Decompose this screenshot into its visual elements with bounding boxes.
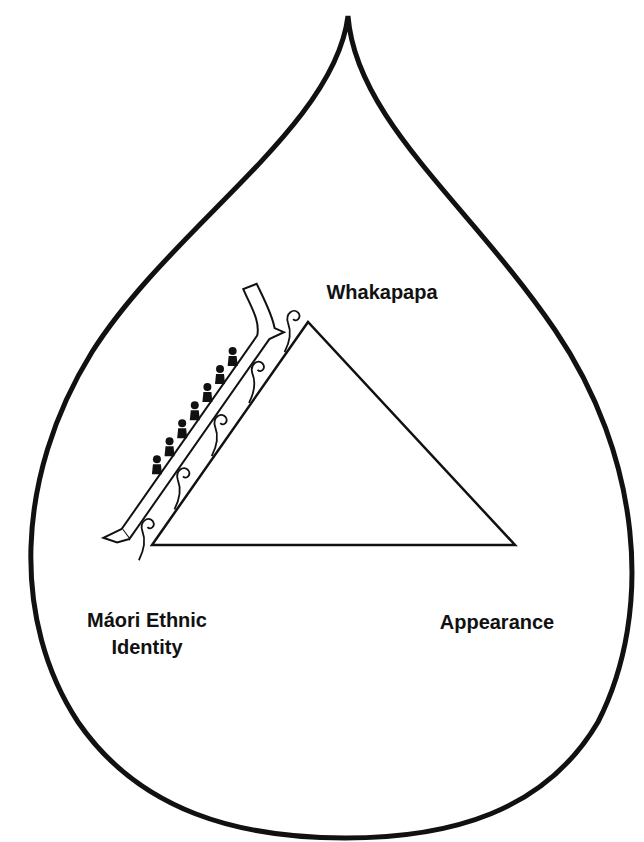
waka-stern [103, 523, 131, 550]
paddler-figure [228, 347, 238, 366]
paddler-figure [177, 419, 187, 438]
paddler-figure [215, 365, 225, 384]
corner-label: Máori Ethnic Identity [62, 607, 232, 661]
waka-illustration [80, 279, 307, 562]
triangle [152, 322, 515, 545]
paddler-figure [190, 401, 200, 420]
corner-label: Whakapapa [326, 279, 437, 306]
paddler-figure [202, 383, 212, 402]
waka-hull [88, 279, 297, 543]
corner-label: Appearance [440, 609, 555, 636]
paddler-figure [152, 455, 162, 474]
paddler-figure [165, 437, 175, 456]
teardrop-outline [31, 16, 632, 838]
